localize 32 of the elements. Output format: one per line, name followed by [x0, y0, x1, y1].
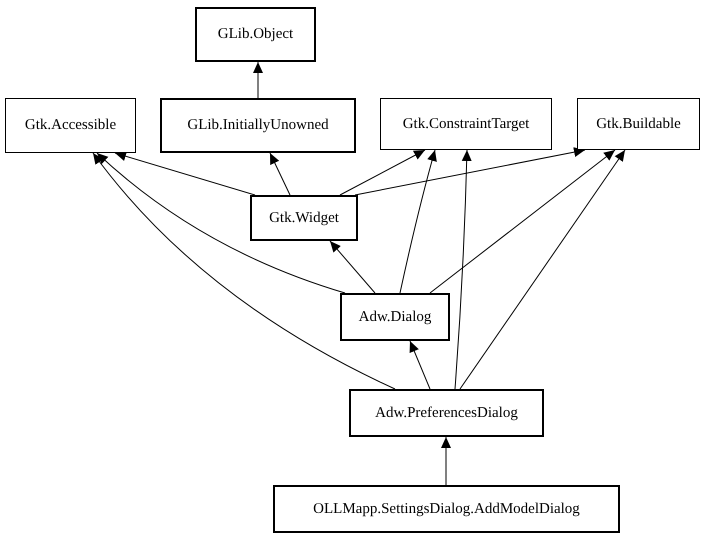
- inheritance-arrow: [410, 340, 430, 390]
- inheritance-arrow: [441, 436, 451, 486]
- inheritance-arrow: [270, 152, 290, 196]
- class-name: Adw.Dialog: [358, 308, 432, 326]
- inheritance-arrow: [340, 150, 426, 196]
- class-box: [250, 195, 358, 241]
- inheritance-arrow: [114, 151, 256, 196]
- inheritance-arrow: [400, 150, 437, 294]
- class-name: GLib.InitiallyUnowned: [187, 117, 329, 134]
- inheritance-arrow: [92, 152, 396, 390]
- class-name: Adw.PreferencesDialog: [375, 404, 518, 422]
- class-name: Gtk.Accessible: [24, 117, 116, 134]
- class-box: [5, 98, 136, 153]
- class-box: [380, 98, 552, 150]
- inheritance-arrow: [253, 62, 263, 98]
- class-box: [577, 98, 700, 150]
- class-box: [160, 98, 356, 153]
- class-box: [273, 485, 620, 533]
- class-box: [340, 293, 450, 341]
- inheritance-arrow: [430, 150, 616, 294]
- inheritance-arrow: [330, 240, 376, 294]
- class-name: Gtk.Widget: [269, 210, 339, 226]
- class-name: GLib.Object: [218, 26, 294, 43]
- class-name: Gtk.Buildable: [596, 116, 681, 132]
- inheritance-arrow: [460, 150, 626, 390]
- class-name: Gtk.ConstraintTarget: [402, 116, 530, 132]
- class-box: [195, 7, 316, 62]
- inheritance-arrow: [354, 147, 586, 196]
- class-name: OLLMapp.SettingsDialog.AddModelDialog: [313, 500, 580, 518]
- inheritance-arrow: [96, 152, 346, 294]
- class-box: [349, 389, 544, 437]
- inheritance-arrow: [454, 150, 472, 390]
